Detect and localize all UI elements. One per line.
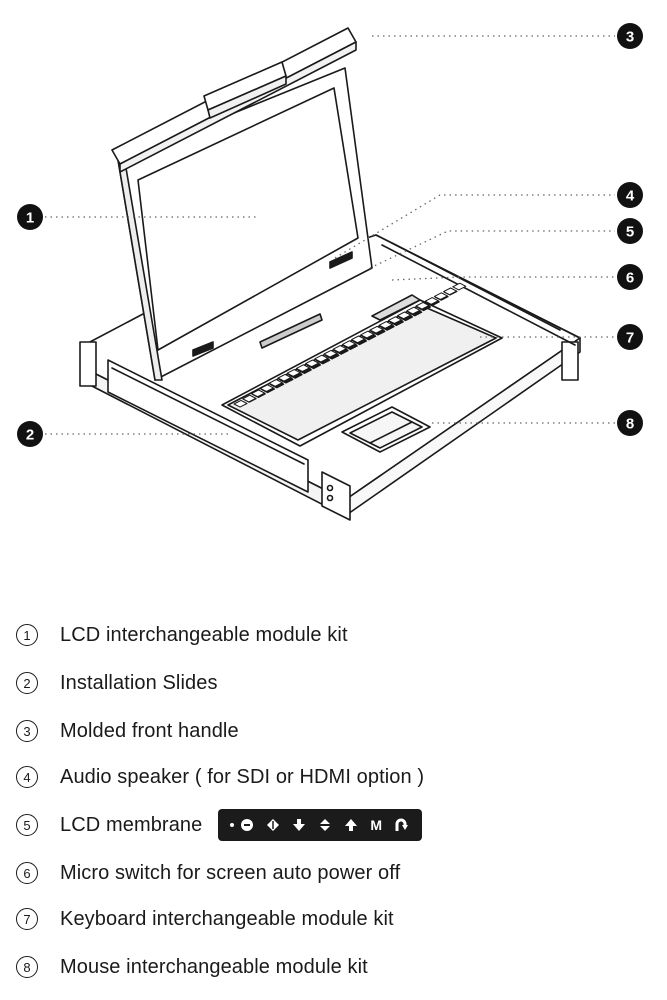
legend-number-2: 2 [16, 672, 38, 694]
keyboard-key [433, 292, 448, 300]
touchpad [341, 406, 431, 453]
keyboard-key [305, 359, 320, 368]
legend-item-3: 3 Molded front handle [16, 716, 239, 746]
leader-line-5 [369, 230, 615, 269]
legend-item-8: 8 Mouse interchangeable module kit [16, 952, 368, 982]
keyboard-key [242, 394, 257, 403]
legend-label-4: Audio speaker ( for SDI or HDMI option ) [60, 765, 425, 788]
legend-number-8: 8 [16, 956, 38, 978]
legend-label-7: Keyboard interchangeable module kit [60, 907, 394, 930]
keyboard-key [406, 306, 421, 315]
legend-number-3: 3 [16, 720, 38, 742]
membrane-led-dot [230, 823, 235, 827]
callout-number-6: 6 [626, 270, 634, 287]
up-arrow-icon [344, 818, 358, 832]
keyboard-key [341, 340, 356, 348]
keyboard-key [360, 330, 375, 339]
legend-item-6: 6 Micro switch for screen auto power off [16, 858, 400, 888]
leader-line-6 [391, 276, 615, 281]
keyboard-key [415, 301, 430, 310]
callout-badge-5: 5 [617, 218, 643, 244]
power-icon [240, 818, 254, 832]
legend-label-5: LCD membrane [60, 813, 203, 836]
legend-number-6: 6 [16, 862, 38, 884]
up-down-arrow-icon [318, 818, 332, 832]
legend-item-4: 4 Audio speaker ( for SDI or HDMI option… [16, 762, 424, 792]
callout-badge-4: 4 [617, 182, 643, 208]
keyboard-key [332, 345, 347, 353]
keyboard-key [397, 311, 412, 320]
legend-item-5: 5 LCD membrane M [16, 809, 423, 841]
keyboard-key [424, 297, 439, 305]
keyboard-key [268, 379, 283, 387]
keyboard-key [277, 373, 292, 382]
lcd-screen [117, 67, 373, 381]
keyboard-module [221, 282, 503, 447]
keyboard-key [323, 349, 338, 358]
legend-label-1: LCD interchangeable module kit [60, 623, 348, 646]
keyboard-key [259, 384, 274, 392]
keyboard-key [251, 389, 266, 398]
callout-number-1: 1 [26, 210, 34, 227]
keyboard-key [443, 287, 458, 296]
callout-number-5: 5 [626, 224, 634, 241]
callout-badge-2: 2 [17, 421, 43, 447]
callout-number-8: 8 [626, 416, 634, 433]
menu-key: M [370, 817, 383, 833]
legend-item-1: 1 LCD interchangeable module kit [16, 620, 348, 650]
legend-label-8: Mouse interchangeable module kit [60, 955, 368, 978]
legend-number-5: 5 [16, 814, 38, 836]
callout-badge-3: 3 [617, 23, 643, 49]
keyboard-key [378, 321, 393, 329]
keyboard-key [233, 399, 248, 408]
return-arrow-icon [394, 817, 410, 833]
legend-number-1: 1 [16, 624, 38, 646]
keyboard-key [369, 325, 384, 334]
legend-label-3: Molded front handle [60, 719, 239, 742]
keyboard-key [452, 282, 467, 291]
keyboard-key [314, 354, 329, 363]
legend-item-2: 2 Installation Slides [16, 668, 218, 698]
keyboard-key [351, 335, 366, 344]
left-right-arrow-icon [266, 818, 280, 832]
legend-number-4: 4 [16, 766, 38, 788]
lcd-membrane-panel: M [218, 809, 423, 841]
callout-badge-1: 1 [17, 204, 43, 230]
keyboard-key [286, 369, 301, 377]
callout-badge-8: 8 [617, 410, 643, 436]
legend-label-2: Installation Slides [60, 671, 218, 694]
callout-number-3: 3 [626, 29, 634, 46]
legend-label-6: Micro switch for screen auto power off [60, 861, 401, 884]
molded-front-handle [111, 27, 357, 173]
callout-badge-7: 7 [617, 324, 643, 350]
legend-number-7: 7 [16, 908, 38, 930]
lcd-kvm-drawer-diagram: 1 2 3 4 5 6 7 8 [17, 23, 643, 521]
leader-line-4 [334, 194, 615, 259]
keyboard-key [387, 316, 402, 324]
callout-number-7: 7 [626, 330, 634, 347]
callout-badge-6: 6 [617, 264, 643, 290]
keyboard-key [295, 364, 310, 372]
callout-number-2: 2 [26, 427, 34, 444]
callout-number-4: 4 [626, 188, 635, 205]
legend-item-7: 7 Keyboard interchangeable module kit [16, 904, 394, 934]
down-arrow-icon [292, 818, 306, 832]
